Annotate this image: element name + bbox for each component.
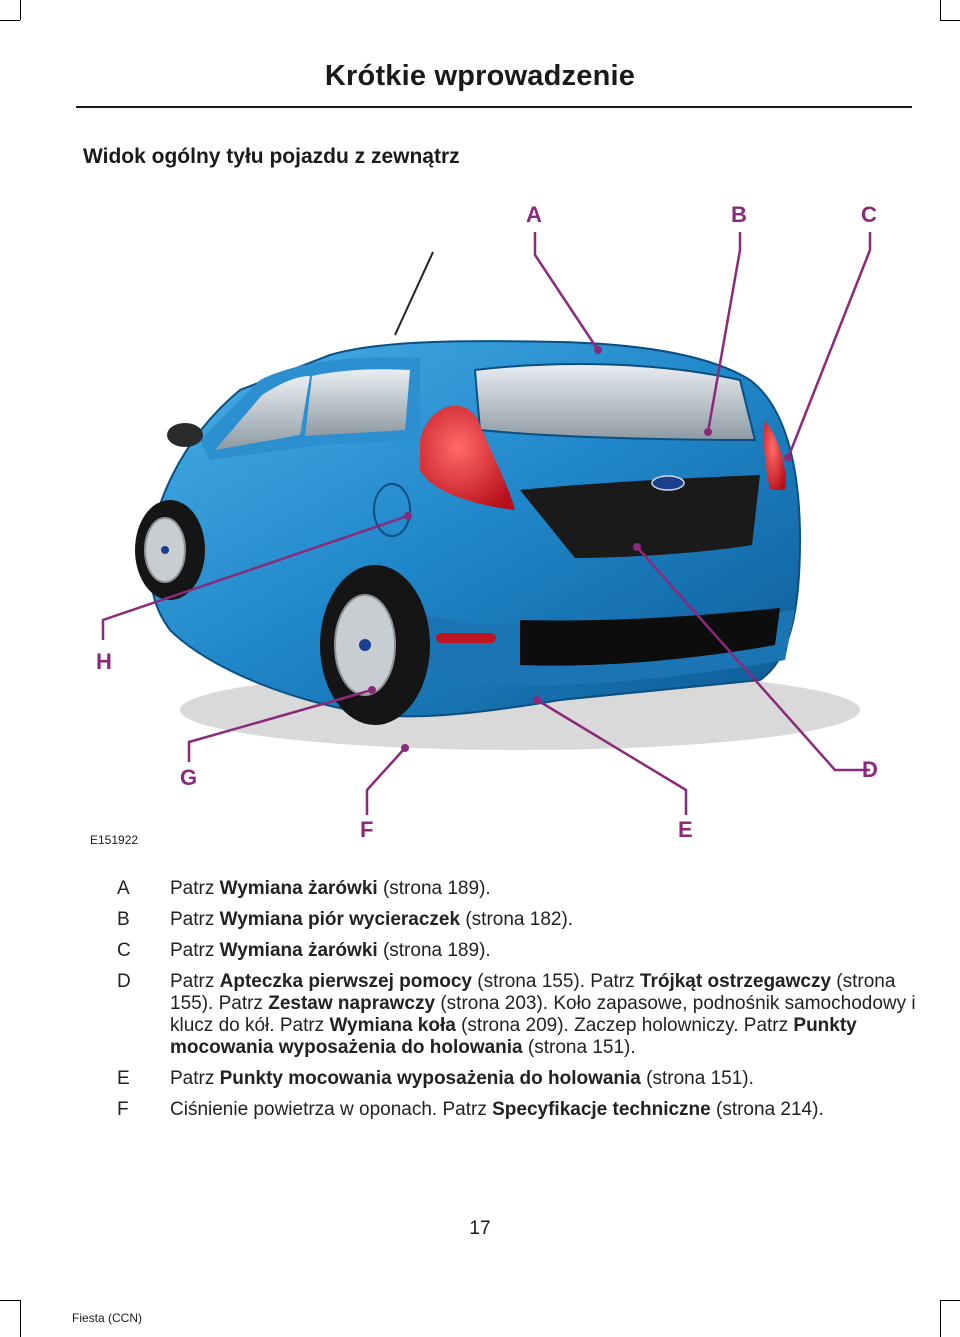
legend-row: B Patrz Wymiana piór wycieraczek (strona … [117, 909, 917, 931]
callout-letter-b: B [731, 202, 747, 227]
legend-text-fragment: (strona 151). [522, 1037, 636, 1058]
callout-legend: A Patrz Wymiana żarówki (strona 189). B Pat… [117, 878, 917, 1130]
legend-reference: Wymiana piór wycieraczek [219, 909, 461, 930]
crop-mark [940, 0, 941, 20]
legend-reference: Apteczka pierwszej pomocy [219, 971, 472, 992]
vehicle-rear-figure: A B C D E F G H E151922 [0, 190, 960, 860]
page-number: 17 [469, 1218, 491, 1239]
legend-text-fragment: (strona 151). [640, 1068, 754, 1089]
legend-text-fragment: Patrz [170, 1068, 220, 1089]
legend-text-fragment: Patrz [170, 878, 220, 899]
legend-row: A Patrz Wymiana żarówki (strona 189). [117, 878, 917, 900]
legend-text-fragment: (strona 214). [710, 1099, 824, 1120]
crop-mark [20, 1300, 21, 1337]
legend-key: F [117, 1099, 129, 1120]
crop-mark [940, 20, 960, 21]
legend-reference: Wymiana koła [329, 1015, 456, 1036]
crop-mark [940, 1300, 960, 1301]
legend-text-fragment: Ciśnienie powietrza w oponach. Patrz [170, 1099, 493, 1120]
legend-text-fragment: (strona 155). Patrz [472, 971, 640, 992]
section-heading: Widok ogólny tyłu pojazdu z zewnątrz [83, 145, 460, 168]
legend-reference: Wymiana żarówki [219, 940, 378, 961]
legend-reference: Punkty mocowania wyposażenia do holowani… [219, 1068, 641, 1089]
legend-text-fragment: (strona 189). [377, 878, 491, 899]
legend-text: Patrz Wymiana żarówki (strona 189). [170, 878, 917, 900]
legend-row: F Ciśnienie powietrza w oponach. Patrz Sp… [117, 1099, 917, 1121]
crop-mark [0, 20, 20, 21]
legend-text-fragment: (strona 155). Patrz [170, 971, 896, 1014]
legend-text: Ciśnienie powietrza w oponach. Patrz Spe… [170, 1099, 917, 1121]
footer-model: Fiesta (CCN) [72, 1311, 143, 1325]
crop-mark [940, 1300, 941, 1337]
callout-lines [101, 232, 872, 815]
legend-row: E Patrz Punkty mocowania wyposażenia do h… [117, 1068, 917, 1090]
legend-reference: Trójkąt ostrzegawczy [639, 971, 832, 992]
title-divider [76, 106, 912, 108]
legend-key: C [117, 940, 131, 961]
legend-text-fragment: (strona 203). Koło zapasowe, podnośnik s… [170, 993, 916, 1036]
figure-id: E151922 [90, 833, 139, 847]
crop-mark [0, 1300, 20, 1301]
legend-key: B [117, 909, 130, 930]
callout-letter-f: F [360, 817, 374, 842]
legend-text-fragment: (strona 209). Zaczep holowniczy. Patrz [455, 1015, 794, 1036]
legend-reference: Punkty mocowania wyposażenia do holowani… [170, 1015, 857, 1058]
legend-text: Patrz Wymiana piór wycieraczek (strona 1… [170, 909, 917, 931]
callout-letter-h: H [96, 649, 112, 674]
legend-text: Patrz Apteczka pierwszej pomocy (strona … [170, 971, 917, 1059]
legend-text-fragment: Patrz [170, 940, 220, 961]
legend-text-fragment: (strona 182). [460, 909, 574, 930]
legend-text-fragment: Patrz [170, 909, 220, 930]
page-title: Krótkie wprowadzenie [324, 60, 636, 92]
car-illustration [101, 232, 872, 815]
callout-letter-a: A [526, 202, 542, 227]
callout-letter-e: E [678, 817, 693, 842]
legend-reference: Wymiana żarówki [219, 878, 378, 899]
legend-text-fragment: Patrz [170, 971, 220, 992]
legend-row: D Patrz Apteczka pierwszej pomocy (strona… [117, 971, 917, 1059]
legend-key: E [117, 1068, 130, 1089]
legend-reference: Specyfikacje techniczne [492, 1099, 711, 1120]
legend-text: Patrz Punkty mocowania wyposażenia do ho… [170, 1068, 917, 1090]
legend-reference: Zestaw naprawczy [268, 993, 436, 1014]
legend-row: C Patrz Wymiana żarówki (strona 189). [117, 940, 917, 962]
callout-letter-c: C [861, 202, 877, 227]
legend-key: A [117, 878, 130, 899]
legend-key: D [117, 971, 131, 992]
legend-text: Patrz Wymiana żarówki (strona 189). [170, 940, 917, 962]
crop-mark [20, 0, 21, 20]
legend-text-fragment: (strona 189). [377, 940, 491, 961]
callout-letter-g: G [180, 765, 198, 790]
callout-letter-d: D [862, 757, 878, 782]
